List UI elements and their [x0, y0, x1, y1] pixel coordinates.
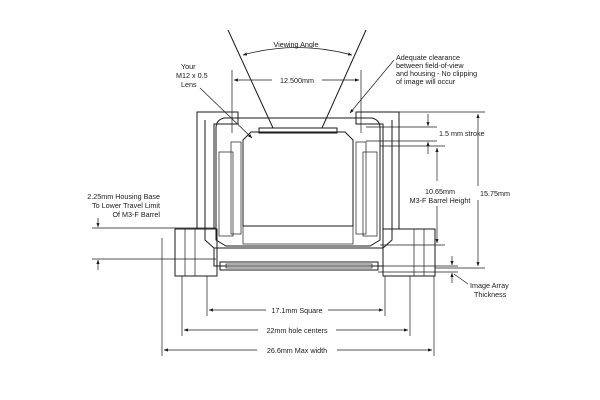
lens-label-line2: M12 x 0.5	[176, 71, 208, 80]
housing-base-line3: Of M3-F Barrel	[112, 210, 160, 219]
image-array-line1: Image Array	[470, 281, 509, 290]
housing-base-line1: 2.25mm Housing Base	[87, 192, 160, 201]
m12-lens	[230, 127, 367, 245]
clearance-line1: Adequate clearance	[396, 53, 460, 62]
housing-flange-left	[174, 228, 218, 277]
housing-flange-right	[382, 228, 436, 277]
viewing-angle-label: Viewing Angle	[273, 40, 318, 49]
barrel-height-line1: 10.65mm	[425, 187, 455, 196]
lens-thread-right	[355, 141, 367, 235]
lens-label-line3: Lens	[181, 80, 197, 89]
clearance-line4: of image will occur	[396, 77, 456, 86]
total-height-label: 15.75mm	[480, 189, 510, 198]
max-width-label: 26.6mm Max width	[267, 346, 327, 355]
lens-width-label: 12.500mm	[280, 76, 314, 85]
housing-wall-left	[196, 111, 239, 230]
clearance-line3: and housing - No clipping	[396, 69, 477, 78]
m3f-barrel	[215, 117, 381, 247]
housing-base-line2: To Lower Travel Limit	[92, 201, 160, 210]
lens-label-line1: Your	[181, 62, 196, 71]
lens-body	[242, 131, 354, 227]
clearance-line2: between field-of-view	[396, 61, 464, 70]
lens-thread-left	[230, 141, 242, 235]
stroke-label: 1.5 mm stroke	[439, 129, 485, 138]
housing	[174, 111, 436, 277]
hole-centers-label: 22mm hole centers	[266, 326, 328, 335]
image-array-line2: Thickness	[474, 290, 507, 299]
barrel-height-line2: M3-F Barrel Height	[410, 196, 471, 205]
housing-wall-right	[355, 111, 400, 230]
square-label: 17.1mm Square	[271, 306, 322, 315]
